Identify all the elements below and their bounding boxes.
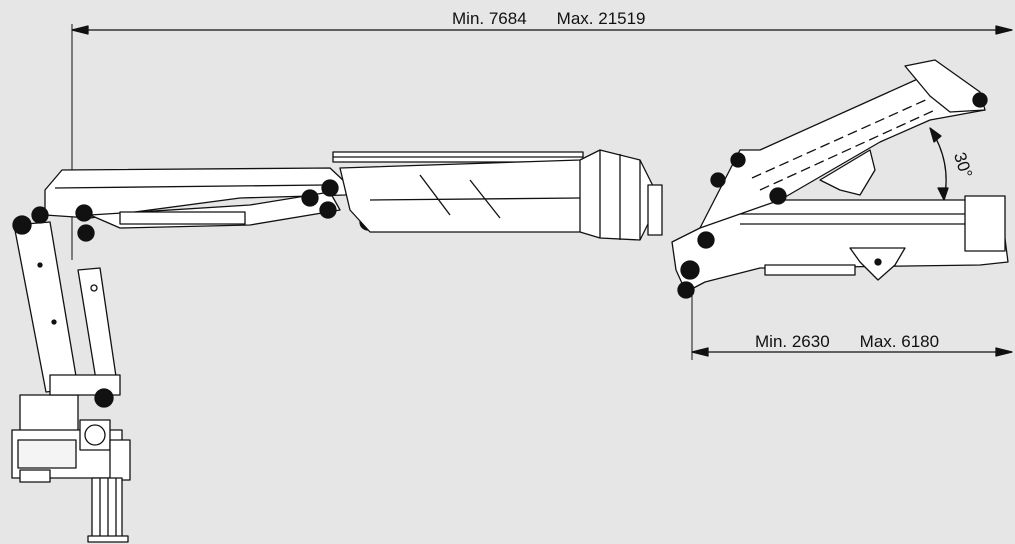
overall-reach-max: Max. 21519 [556, 9, 646, 28]
overall-reach-label: Min. 7684 Max. 21519 [452, 10, 646, 27]
overall-reach-min: Min. 7684 [452, 9, 527, 28]
crane-column [13, 221, 121, 408]
jib-reach-dimension [691, 290, 1013, 360]
main-boom [12, 151, 584, 242]
outer-boom [339, 149, 663, 241]
jib-lower [671, 195, 1009, 299]
jib-reach-label: Min. 2630 Max. 6180 [755, 333, 939, 350]
crane-base [11, 394, 131, 543]
jib-reach-min: Min. 2630 [755, 332, 830, 351]
jib-reach-max: Max. 6180 [859, 332, 940, 351]
overall-reach-dimension [71, 24, 1013, 260]
jib-upper [699, 59, 988, 229]
angle-indicator [929, 127, 949, 201]
